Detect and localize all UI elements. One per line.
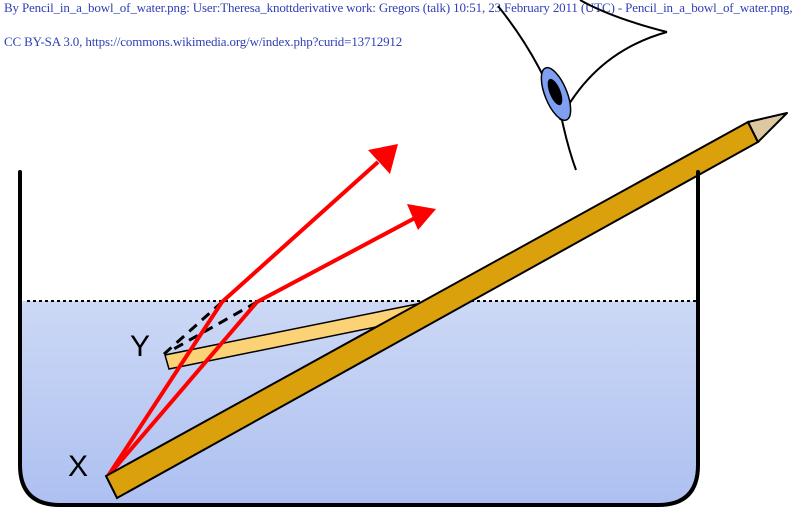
pencil-tip	[747, 112, 788, 143]
apparent-ray-1	[161, 300, 224, 357]
light-ray-2-arrowhead	[407, 204, 436, 230]
point-label-y: Y	[130, 330, 150, 363]
bowl	[18, 170, 700, 507]
eye-pupil	[547, 78, 563, 106]
credit-line-1: By Pencil_in_a_bowl_of_water.png: User:T…	[4, 0, 793, 15]
eye-icon	[497, 0, 668, 171]
light-ray-1	[106, 160, 380, 478]
point-label-x: X	[68, 450, 88, 483]
credit-line-2: CC BY-SA 3.0, https://commons.wikimedia.…	[4, 34, 403, 49]
light-ray-1-arrowhead	[368, 144, 398, 174]
light-ray-2	[106, 216, 416, 478]
